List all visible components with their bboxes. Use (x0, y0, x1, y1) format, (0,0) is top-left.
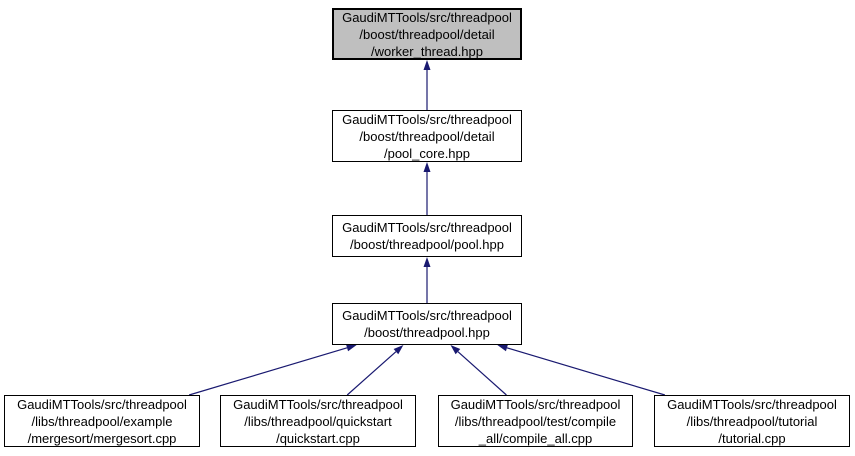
node-label-line: /mergesort/mergesort.cpp (27, 430, 177, 446)
node-label-line: /libs/threadpool/quickstart (244, 413, 392, 429)
node-label-line: _all/compile_all.cpp (478, 430, 593, 446)
node-label-line: /boost/threadpool/detail (359, 26, 495, 42)
node-label-line: GaudiMTTools/src/threadpool (450, 396, 621, 412)
graph-node-pool-hpp[interactable]: GaudiMTTools/src/threadpool /boost/threa… (332, 215, 522, 257)
node-label-line: /boost/threadpool.hpp (364, 325, 490, 340)
node-label-line: /boost/threadpool/pool.hpp (350, 237, 504, 252)
edge-arrowhead (423, 257, 431, 267)
graph-node-tutorial-cpp[interactable]: GaudiMTTools/src/threadpool /libs/thread… (654, 395, 850, 447)
edge-arrowhead (346, 344, 357, 352)
node-label-line: GaudiMTTools/src/threadpool (342, 220, 512, 235)
edge-arrow-line (346, 351, 397, 396)
node-label-line: /boost/threadpool/detail (359, 128, 495, 144)
node-label-line: GaudiMTTools/src/threadpool (342, 9, 512, 25)
edge-arrow-line (188, 347, 348, 396)
node-label-line: /libs/threadpool/example (31, 413, 173, 429)
node-label-line: /worker_thread.hpp (370, 43, 483, 59)
graph-node-worker-thread-hpp: GaudiMTTools/src/threadpool /boost/threa… (332, 8, 522, 60)
graph-node-mergesort-cpp[interactable]: GaudiMTTools/src/threadpool /libs/thread… (4, 395, 200, 447)
node-label-line: GaudiMTTools/src/threadpool (667, 396, 837, 412)
edge-arrow-line (457, 351, 507, 396)
node-label-line: GaudiMTTools/src/threadpool (342, 111, 512, 127)
node-label-line: GaudiMTTools/src/threadpool (17, 396, 187, 412)
node-label-line: /tutorial.cpp (718, 430, 786, 446)
edge-arrowhead (497, 344, 508, 352)
node-label-line: /quickstart.cpp (276, 430, 360, 446)
node-label-line: /libs/threadpool/tutorial (686, 413, 818, 429)
edge-arrowhead (423, 60, 431, 70)
node-label-line: /pool_core.hpp (383, 145, 470, 161)
edge-arrowhead (450, 345, 461, 355)
node-label-line: /libs/threadpool/test/compile (454, 413, 617, 429)
edge-arrow-line (506, 347, 666, 396)
node-label-line: GaudiMTTools/src/threadpool (342, 308, 512, 323)
graph-node-threadpool-hpp[interactable]: GaudiMTTools/src/threadpool /boost/threa… (332, 303, 522, 345)
graph-node-compile-all-cpp[interactable]: GaudiMTTools/src/threadpool /libs/thread… (438, 395, 633, 447)
node-label-line: GaudiMTTools/src/threadpool (233, 396, 403, 412)
edge-arrowhead (393, 345, 404, 355)
graph-node-quickstart-cpp[interactable]: GaudiMTTools/src/threadpool /libs/thread… (220, 395, 416, 447)
edge-arrowhead (423, 162, 431, 172)
graph-node-pool-core-hpp[interactable]: GaudiMTTools/src/threadpool /boost/threa… (332, 110, 522, 162)
